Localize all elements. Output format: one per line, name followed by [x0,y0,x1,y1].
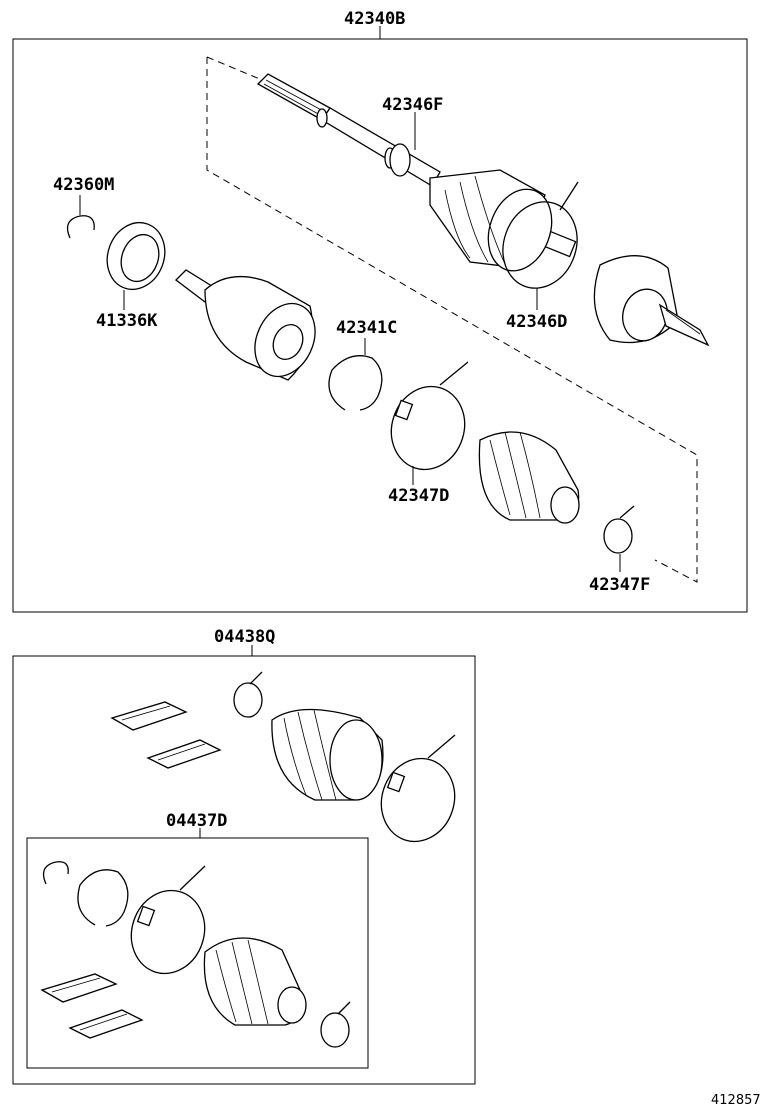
band-42347D[interactable] [381,361,475,479]
label-42360M[interactable]: 42360M [53,175,114,195]
kit2-band-large[interactable] [121,865,215,983]
kit2-grease-packet-1[interactable] [40,973,118,1003]
assembly-dashed-outline [206,56,698,583]
grease-packet-2[interactable] [146,739,222,769]
inner-boot[interactable] [478,431,580,524]
figure-code: 412857 [711,1093,760,1108]
label-42346F[interactable]: 42346F [382,95,443,115]
outer-cv-joint[interactable] [593,255,710,347]
label-42347D[interactable]: 42347D [388,486,449,506]
kit-frame-inner [26,837,369,1069]
band-42346D[interactable] [491,181,589,299]
label-assembly[interactable]: 42340B [344,9,405,29]
kit2-band-small[interactable] [320,1001,351,1048]
band-42346F[interactable] [389,143,411,177]
kit-frame-outer [12,655,476,1085]
label-42347F[interactable]: 42347F [589,575,650,595]
inner-cv-joint[interactable] [175,269,326,386]
kit-band-small[interactable] [233,671,263,718]
kit2-snap-ring-small[interactable] [42,861,69,885]
band-42347F[interactable] [603,505,635,554]
kit-band-large[interactable] [371,734,465,851]
label-04438Q[interactable]: 04438Q [214,627,275,647]
outer-boot[interactable] [429,169,563,280]
label-42346D[interactable]: 42346D [506,312,567,332]
ring-41336K[interactable] [98,214,174,297]
kit2-snap-ring-large[interactable] [77,869,129,927]
kit2-grease-packet-2[interactable] [68,1009,144,1039]
kit-boot[interactable] [271,708,384,801]
snap-ring-42341C[interactable] [328,355,383,411]
kit2-boot[interactable] [203,937,307,1026]
label-04437D[interactable]: 04437D [166,811,227,831]
label-42341C[interactable]: 42341C [336,318,397,338]
grease-packet-1[interactable] [110,701,188,731]
drive-shaft[interactable] [256,73,577,258]
label-41336K[interactable]: 41336K [96,311,158,331]
snap-ring-42360M[interactable] [66,215,95,239]
